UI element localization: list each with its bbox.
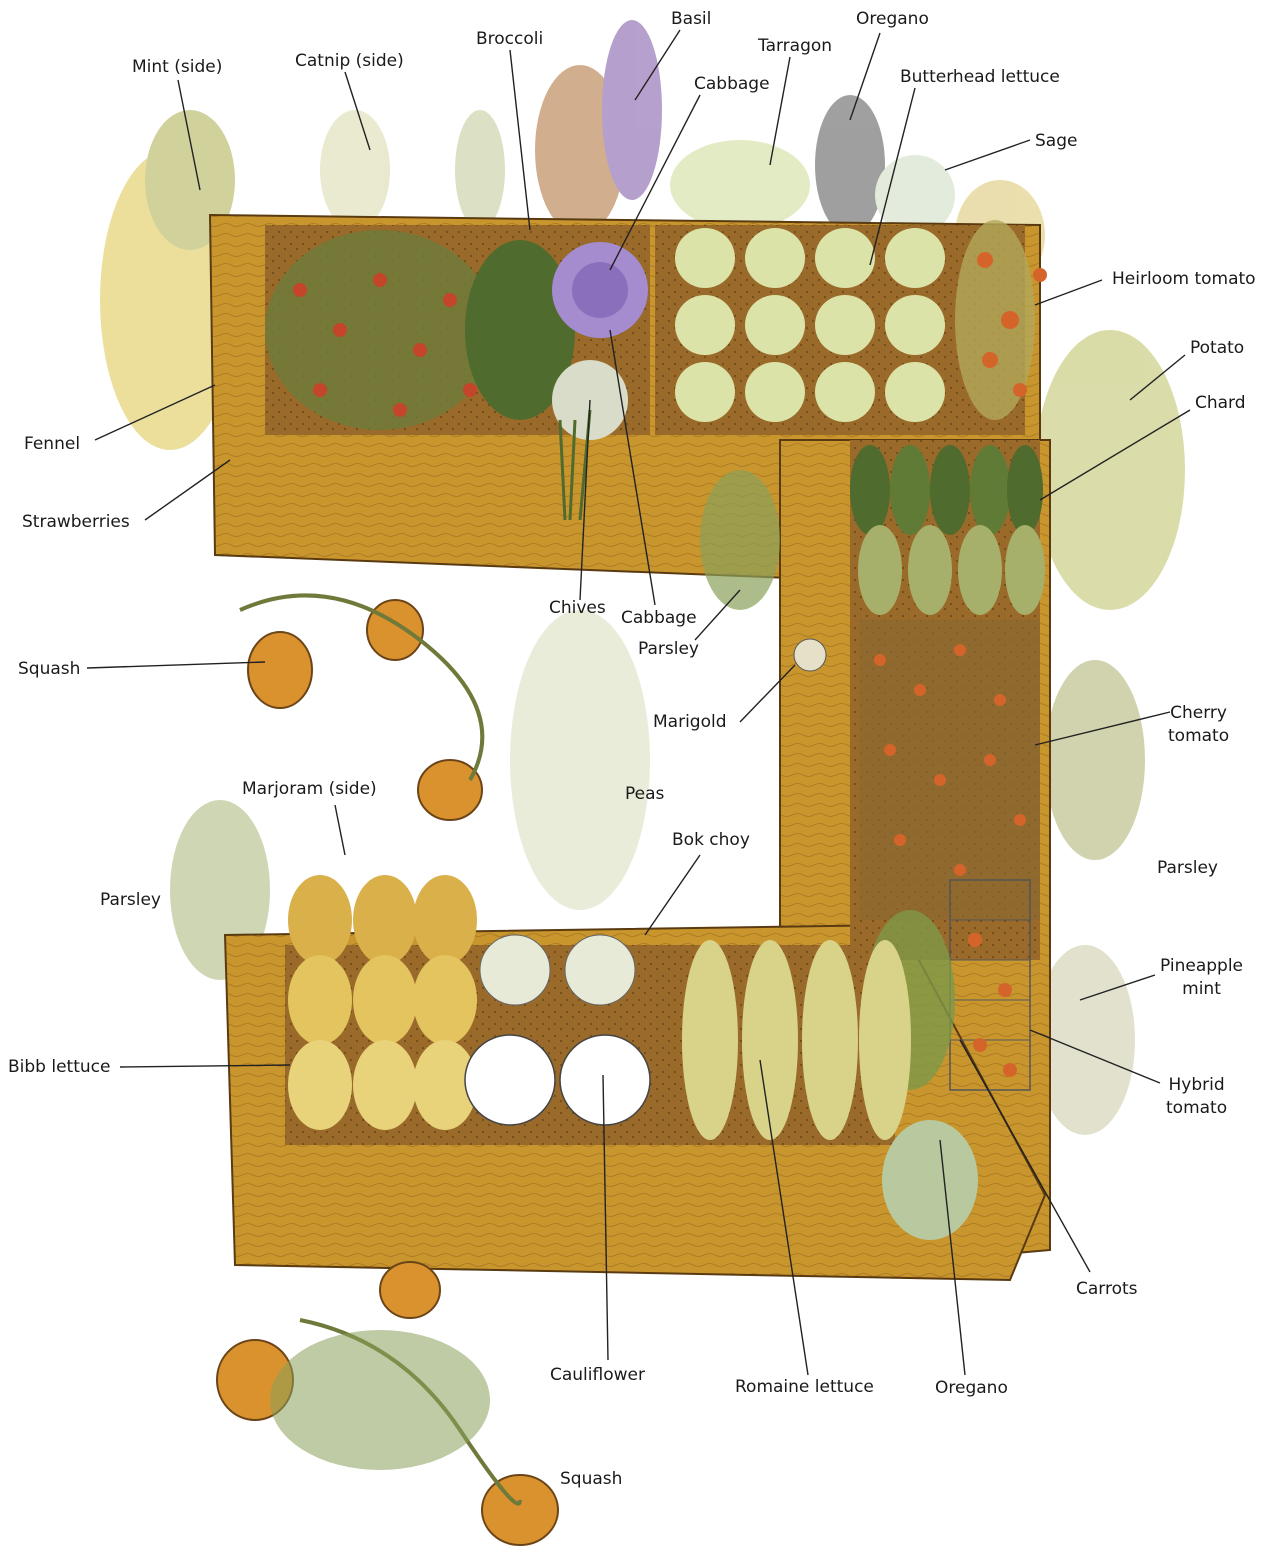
label-bibb-lettuce: Bibb lettuce: [8, 1056, 110, 1079]
label-butterhead-lettuce: Butterhead lettuce: [900, 66, 1060, 89]
label-oregano-bottom: Oregano: [935, 1377, 1008, 1400]
label-marigold: Marigold: [653, 711, 727, 734]
label-strawberries: Strawberries: [22, 511, 130, 534]
label-broccoli: Broccoli: [476, 28, 543, 51]
label-squash-bottom: Squash: [560, 1468, 622, 1491]
label-cauliflower: Cauliflower: [550, 1364, 645, 1387]
label-chives: Chives: [549, 597, 606, 620]
label-cherry-tomato-line2: tomato: [1168, 725, 1229, 748]
squash-bottom: [217, 1262, 558, 1545]
strawberry-plants: [265, 230, 495, 430]
label-hybrid-tomato-line2: tomato: [1166, 1097, 1227, 1120]
label-cherry-tomato-line1: Cherry: [1168, 702, 1229, 725]
label-romaine-lettuce: Romaine lettuce: [735, 1376, 874, 1399]
cherry-tomato: [860, 620, 1040, 920]
label-hybrid-tomato: Hybrid tomato: [1166, 1074, 1227, 1120]
label-cabbage-top: Cabbage: [694, 73, 770, 96]
label-basil: Basil: [671, 8, 711, 31]
label-cabbage-mid: Cabbage: [621, 607, 697, 630]
label-cherry-tomato: Cherry tomato: [1168, 702, 1229, 748]
label-catnip-side: Catnip (side): [295, 50, 404, 73]
label-pineapple-mint: Pineapple mint: [1160, 955, 1243, 1001]
label-pineapple-mint-line1: Pineapple: [1160, 955, 1243, 978]
label-parsley-right: Parsley: [1157, 857, 1218, 880]
label-marjoram-side: Marjoram (side): [242, 778, 377, 801]
label-mint-side: Mint (side): [132, 56, 222, 79]
label-peas: Peas: [625, 783, 664, 806]
label-chard: Chard: [1195, 392, 1246, 415]
label-tarragon: Tarragon: [758, 35, 832, 58]
label-hybrid-tomato-line1: Hybrid: [1166, 1074, 1227, 1097]
label-fennel: Fennel: [24, 433, 80, 456]
label-pineapple-mint-line2: mint: [1160, 978, 1243, 1001]
label-parsley-mid: Parsley: [638, 638, 699, 661]
bibb-lettuce: [288, 875, 477, 1130]
label-sage: Sage: [1035, 130, 1077, 153]
label-potato: Potato: [1190, 337, 1244, 360]
label-bok-choy: Bok choy: [672, 829, 750, 852]
label-oregano-top: Oregano: [856, 8, 929, 31]
label-squash-left: Squash: [18, 658, 80, 681]
label-parsley-left: Parsley: [100, 889, 161, 912]
label-carrots: Carrots: [1076, 1278, 1138, 1301]
label-heirloom-tomato: Heirloom tomato: [1112, 268, 1256, 291]
